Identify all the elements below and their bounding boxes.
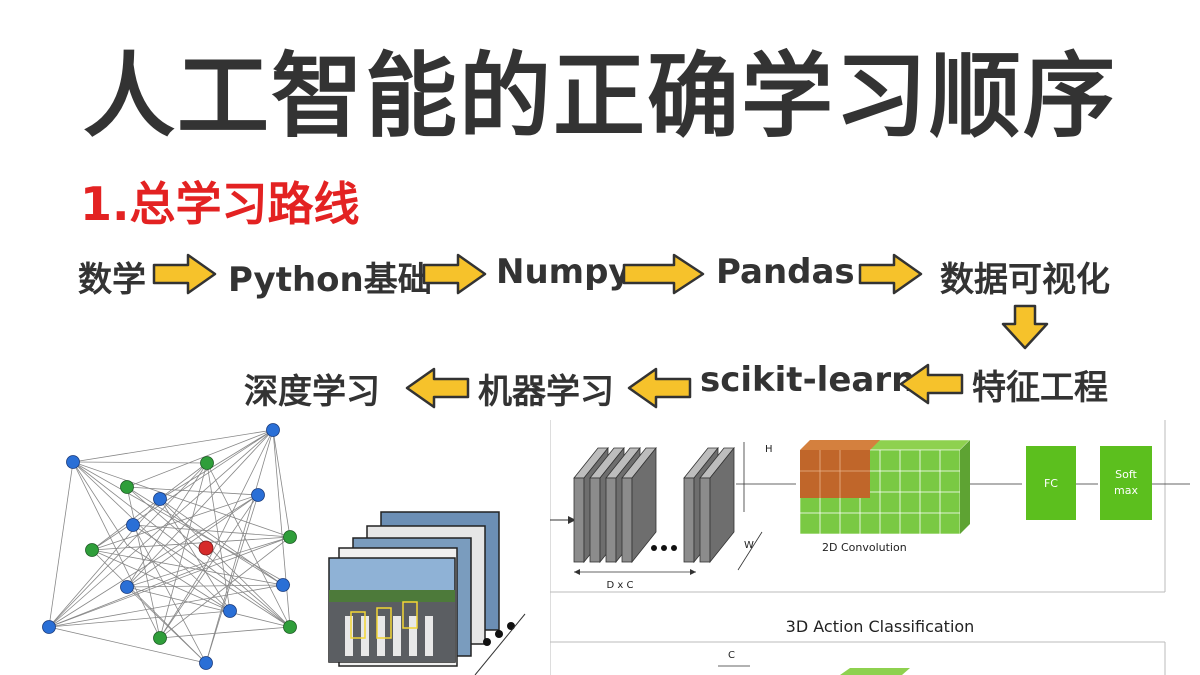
arrow-left-icon [627,367,692,409]
network-node [251,488,265,502]
step-feature-engineering: 特征工程 [972,368,1108,408]
neural-network-illustration [42,423,297,670]
arrow-right-icon [152,253,217,295]
arrow-right-icon [422,253,487,295]
cnn-architecture-diagram: D x C H W 2D Convolution FC Soft max 3D … [550,420,1190,675]
step-visualization: 数据可视化 [940,260,1110,300]
label-softmax-line2: max [1114,484,1138,497]
label-h: H [765,444,773,455]
label-softmax-line1: Soft [1115,468,1137,481]
label-dxc: D x C [607,580,634,591]
network-node [266,423,280,437]
network-node [120,480,134,494]
step-numpy: Numpy [496,252,631,292]
step-python: Python基础 [228,260,432,300]
arrow-left-icon [405,367,470,409]
network-node [126,518,140,532]
network-node [153,492,167,506]
network-node [66,455,80,469]
step-machine-learning: 机器学习 [478,372,614,412]
section-heading: 1.总学习路线 [80,177,360,231]
network-node [42,620,56,634]
arrow-down-icon [1001,304,1049,350]
arrow-right-icon [858,253,923,295]
page-title: 人工智能的正确学习顺序 [82,43,1117,150]
network-node [283,620,297,634]
video-frames-illustration [328,511,526,675]
label-c: C [728,650,735,661]
label-w: W [744,540,754,551]
arrow-right-icon [622,253,705,295]
step-math: 数学 [78,260,146,300]
network-node-center [198,540,214,556]
network-node [85,543,99,557]
step-deep-learning: 深度学习 [244,372,380,412]
network-node [200,456,214,470]
step-pandas: Pandas [716,252,855,292]
label-2d-convolution: 2D Convolution [822,541,907,554]
label-3d-action-classification: 3D Action Classification [786,617,975,636]
network-node [120,580,134,594]
network-node [153,631,167,645]
network-node [276,578,290,592]
network-node [199,656,213,670]
arrow-left-icon [899,363,964,405]
network-node [283,530,297,544]
step-scikit-learn: scikit-learn [700,360,916,400]
label-fc: FC [1044,477,1058,490]
network-node [223,604,237,618]
